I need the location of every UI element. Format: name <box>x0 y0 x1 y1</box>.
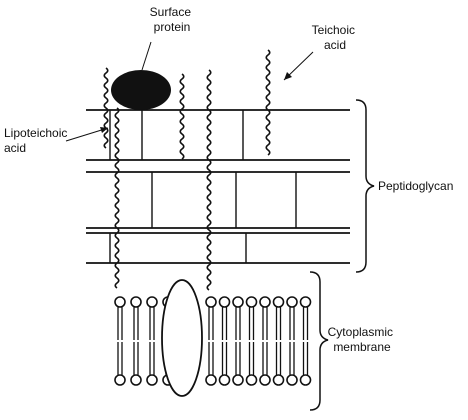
phospholipid-head <box>114 374 126 386</box>
peptidoglycan-crosslinks <box>109 110 297 263</box>
phospholipid-head <box>218 296 231 308</box>
phospholipid-head <box>205 374 217 386</box>
phospholipid-head <box>114 296 126 308</box>
phospholipid-head <box>232 374 244 386</box>
phospholipid-head <box>130 374 142 386</box>
teichoic-acid-label-line-1: Teichoic <box>312 23 355 37</box>
phospholipid-head <box>130 296 142 308</box>
teichoic-acid-chain <box>103 67 109 149</box>
lipoteichoic-acid-label-line-1: Lipoteichoic <box>4 126 67 140</box>
peptidoglycan-layers <box>86 109 350 264</box>
surface-protein-label-line-2: protein <box>154 20 191 34</box>
pointer-arrowheads <box>100 72 292 133</box>
teichoic-acid-chains <box>103 49 271 291</box>
peptidoglycan-label: Peptidoglycan <box>378 179 453 193</box>
lipoteichoic-acid-label-line-2: acid <box>4 141 26 155</box>
phospholipid-head <box>299 296 312 308</box>
phospholipid-head <box>218 374 231 386</box>
phospholipid-head <box>286 374 298 386</box>
teichoic-acid-arrowhead <box>284 72 292 80</box>
cytoplasmic-membrane-bracket <box>309 271 329 411</box>
surface-protein-label-line-1: Surface <box>150 5 192 19</box>
phospholipid-head <box>205 296 217 308</box>
phospholipid-head <box>272 296 285 308</box>
lipoteichoic-acid-pointer <box>65 127 109 142</box>
surface-protein-pointer <box>141 41 152 71</box>
lipoteichoic-acid-chain <box>114 107 120 289</box>
phospholipid-head <box>259 296 271 308</box>
teichoic-acid-chain <box>179 73 185 160</box>
phospholipid-head <box>259 374 271 386</box>
phospholipid-head <box>286 296 298 308</box>
phospholipid-head <box>232 296 244 308</box>
cytoplasmic-membrane-label-line-2: membrane <box>333 340 391 354</box>
surface-protein <box>111 70 171 110</box>
surface-protein-label: Surface protein <box>150 5 195 34</box>
phospholipid-head <box>299 374 312 386</box>
lipoteichoic-acid-label: Lipoteichoic acid <box>4 126 71 155</box>
phospholipid-head <box>245 296 258 308</box>
teichoic-acid-label-line-2: acid <box>324 38 346 52</box>
phospholipid-head <box>245 374 258 386</box>
teichoic-acid-chain <box>265 49 271 156</box>
phospholipid-head <box>272 374 285 386</box>
lipoteichoic-acid-chain <box>206 69 212 291</box>
phospholipid-head <box>146 374 158 386</box>
phospholipid-head <box>146 296 158 308</box>
label-pointers <box>65 41 314 142</box>
cytoplasmic-membrane-label-line-1: Cytoplasmic <box>328 325 393 339</box>
peptidoglycan-bracket <box>355 99 375 273</box>
membrane-protein <box>161 279 203 397</box>
lipoteichoic-acid-arrowhead <box>100 127 108 133</box>
cytoplasmic-membrane-label: Cytoplasmic membrane <box>328 325 397 354</box>
cytoplasmic-membrane-bilayer <box>114 296 312 386</box>
teichoic-acid-label: Teichoic acid <box>312 23 359 52</box>
